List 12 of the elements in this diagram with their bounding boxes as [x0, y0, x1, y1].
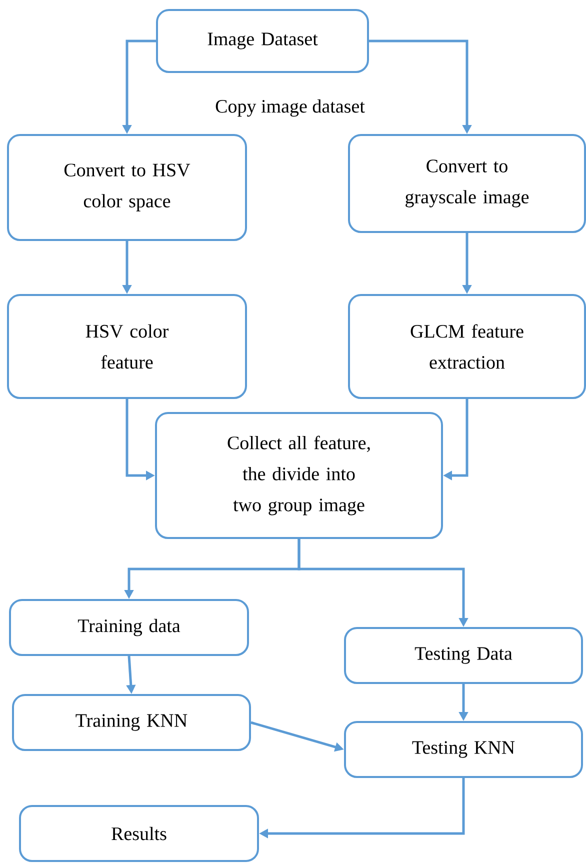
process-box: HSV color feature: [7, 294, 247, 399]
process-box: Testing Data: [344, 627, 583, 684]
process-box: Results: [19, 805, 259, 862]
process-box: GLCM feature extraction: [348, 294, 586, 399]
annotation-text: Copy image dataset: [216, 99, 365, 117]
process-box: Testing KNN: [344, 721, 583, 778]
process-box: Training KNN: [12, 694, 251, 751]
process-box: Convert to grayscale image: [348, 134, 586, 233]
process-box: Image Dataset: [156, 9, 369, 73]
process-box: Training data: [9, 599, 249, 656]
process-box: Collect all feature, the divide into two group image: [155, 412, 443, 539]
process-box: Convert to HSV color space: [7, 134, 247, 241]
